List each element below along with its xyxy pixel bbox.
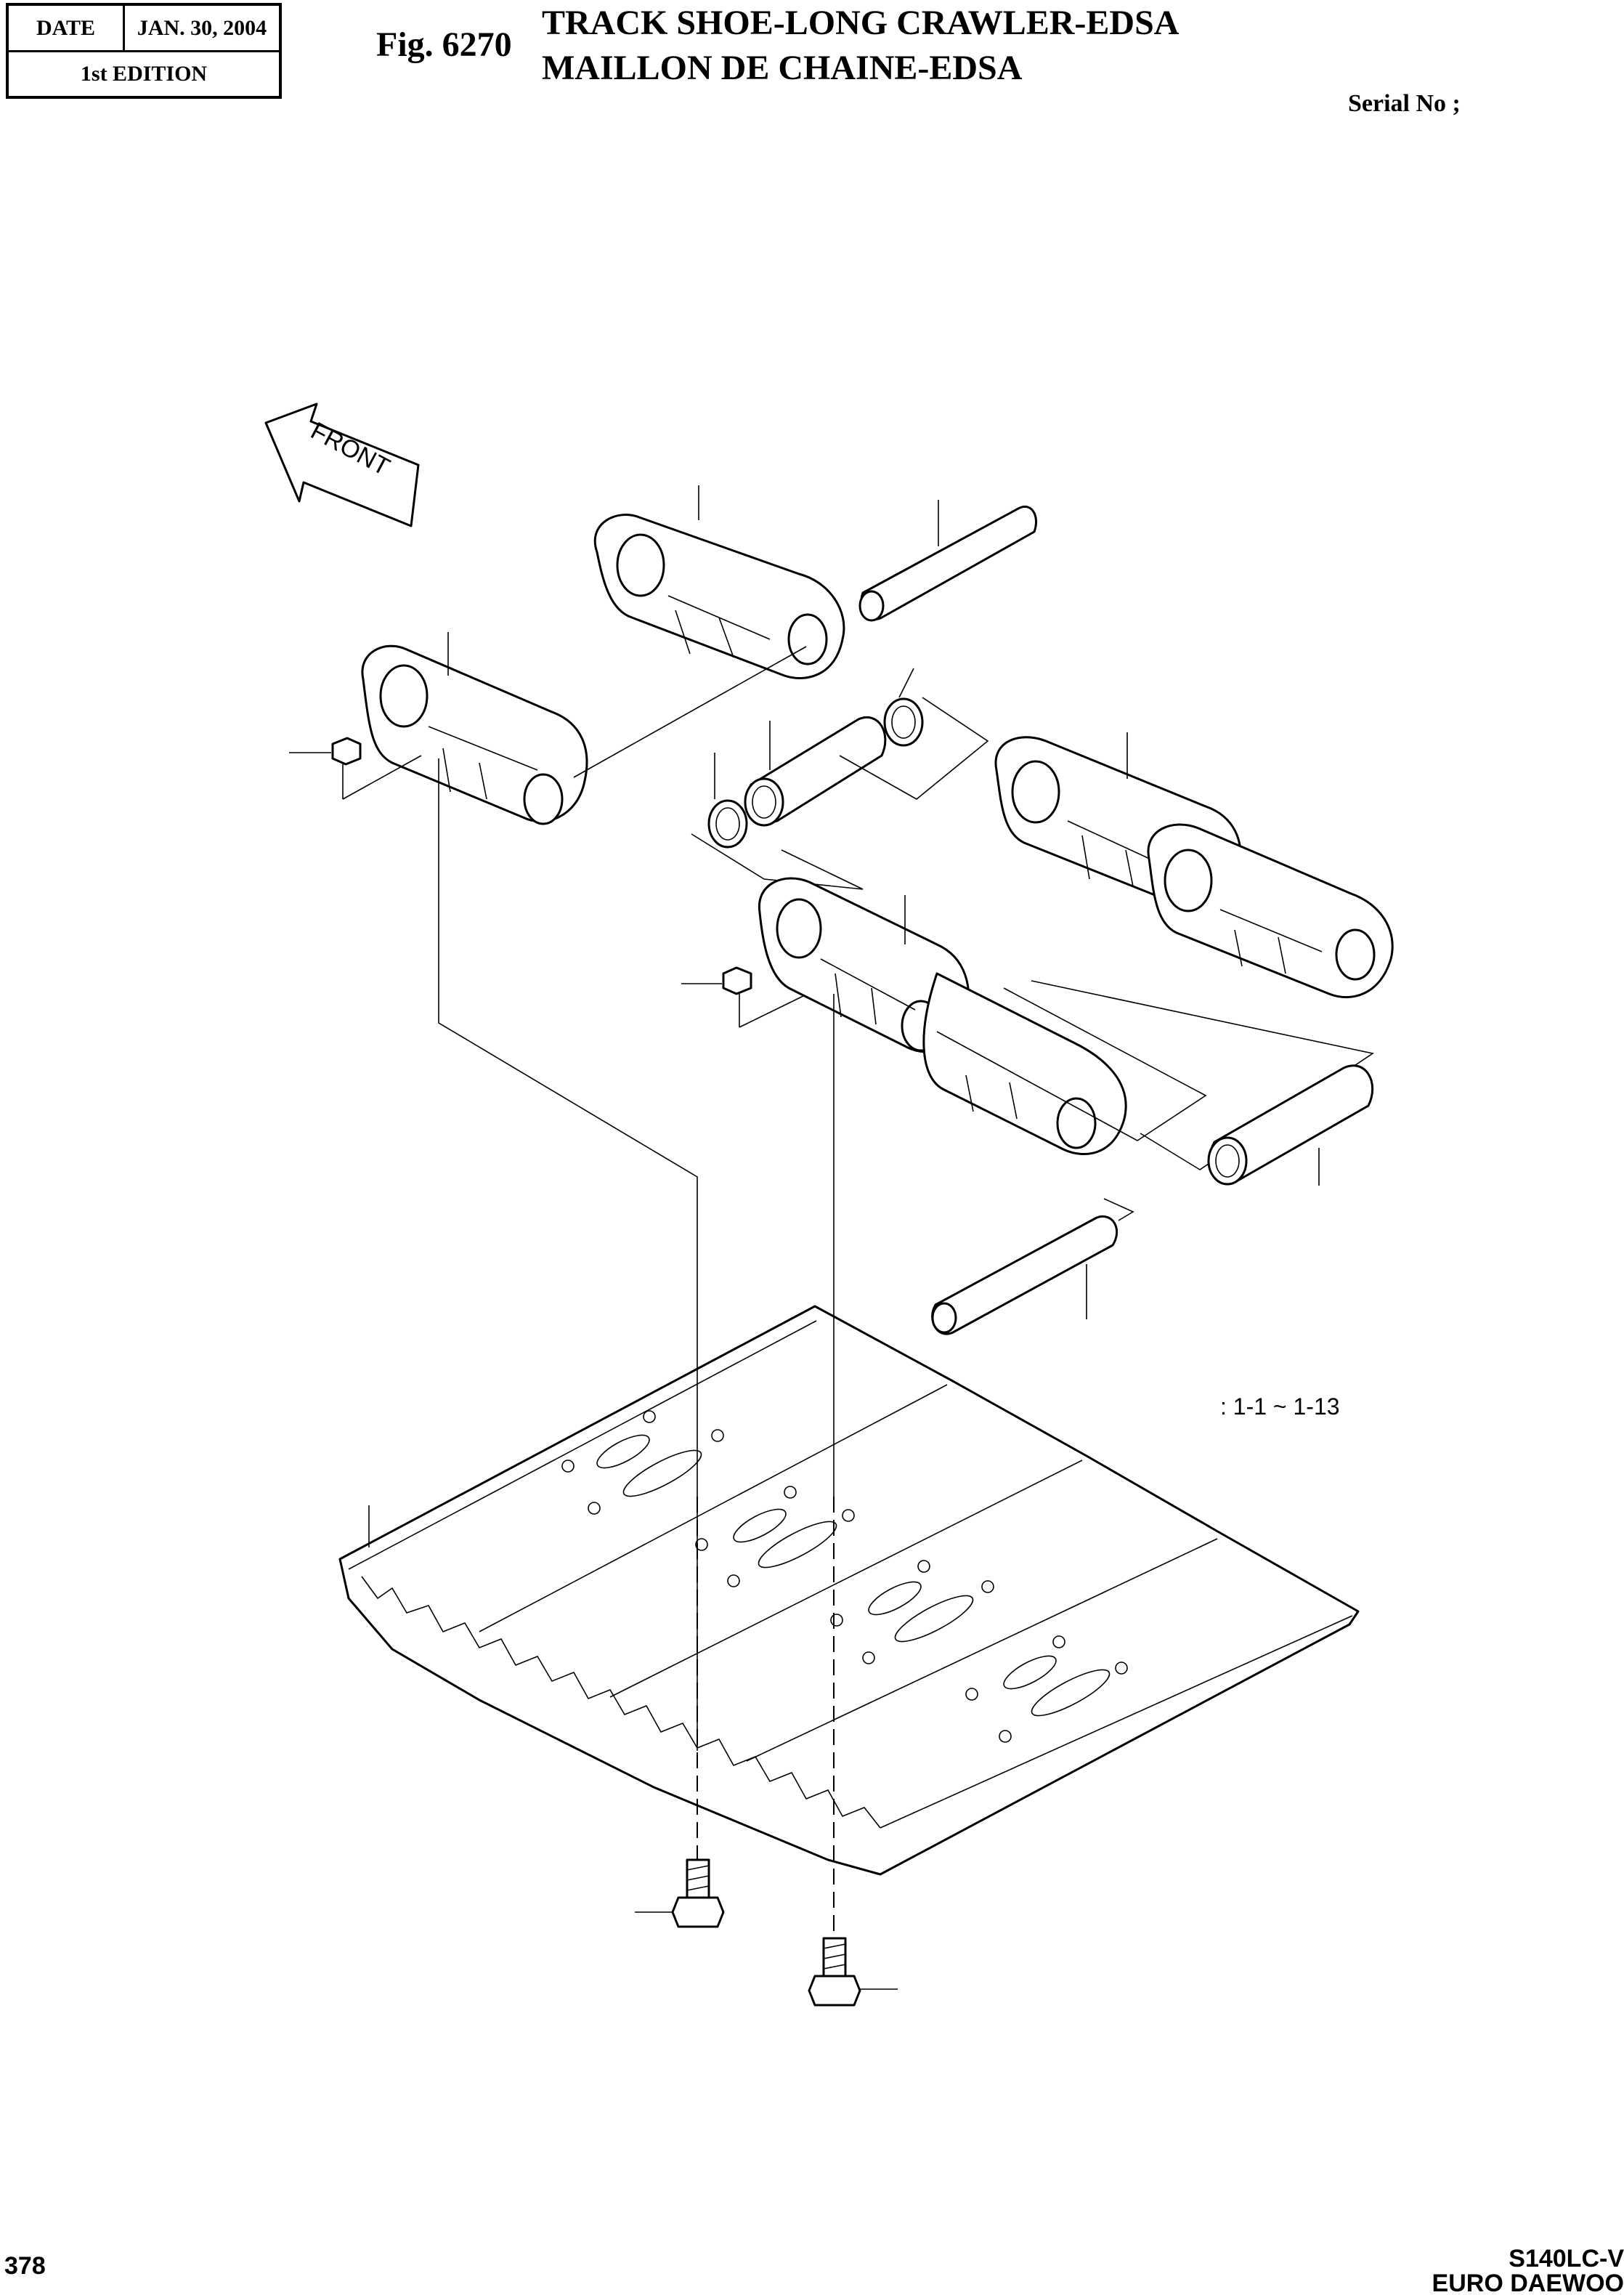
model-block: S140LC-V EURO DAEWOO bbox=[1432, 2246, 1624, 2295]
model-name: S140LC-V bbox=[1509, 2245, 1624, 2272]
edition-label: 1st EDITION bbox=[80, 62, 208, 86]
date-value: JAN. 30, 2004 bbox=[125, 6, 279, 52]
serial-number-label: Serial No ; bbox=[1348, 90, 1461, 117]
track-link-upper bbox=[593, 514, 845, 679]
shoe-bolt-right bbox=[808, 1937, 898, 2007]
bushing-center bbox=[744, 716, 887, 827]
track-link-left bbox=[361, 644, 588, 825]
applicable-range-label: : 1-1 ~ 1-13 bbox=[1220, 1393, 1340, 1420]
shoe-bolt-left bbox=[635, 1858, 725, 1928]
date-label: DATE bbox=[9, 6, 125, 52]
track-link-right-b bbox=[1147, 823, 1394, 999]
title-english: TRACK SHOE-LONG CRAWLER-EDSA bbox=[542, 4, 1180, 42]
front-arrow-icon: FRONT bbox=[264, 402, 420, 527]
nut-lower bbox=[681, 966, 805, 1028]
seal-ring-right bbox=[883, 697, 924, 747]
track-pin-lower bbox=[931, 1215, 1118, 1335]
brand-name: EURO DAEWOO bbox=[1432, 2270, 1624, 2295]
track-link-middle-b bbox=[922, 972, 1127, 1155]
bushing-lower bbox=[1207, 1064, 1374, 1186]
title-french: MAILLON DE CHAINE-EDSA bbox=[542, 49, 1023, 87]
track-shoe-plates bbox=[338, 1305, 1360, 1876]
track-pin-upper bbox=[858, 505, 1038, 622]
revision-box: DATE JAN. 30, 2004 1st EDITION bbox=[6, 3, 282, 99]
seal-ring-left bbox=[707, 799, 748, 849]
page-number: 378 bbox=[4, 2252, 46, 2280]
figure-number: Fig. 6270 bbox=[376, 25, 512, 64]
nut-upper bbox=[289, 737, 422, 800]
